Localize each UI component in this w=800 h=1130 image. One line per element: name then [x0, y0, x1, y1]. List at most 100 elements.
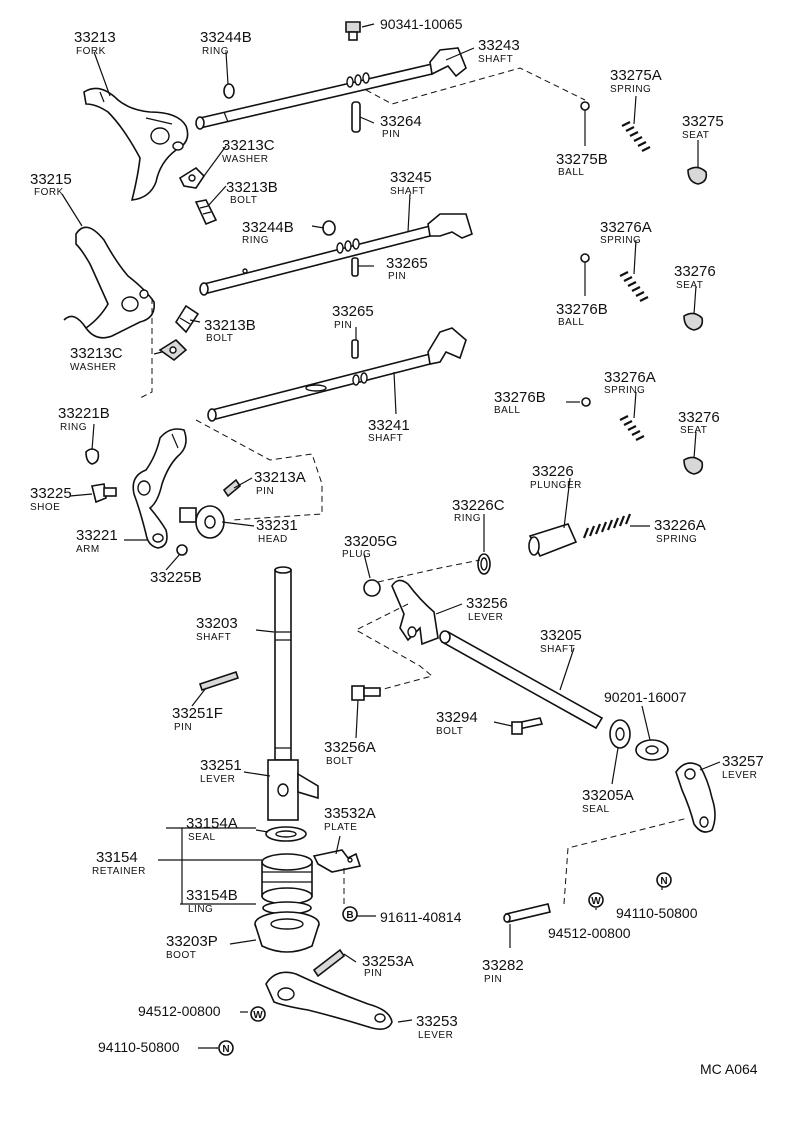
label-33275: 33275 SEAT [682, 113, 724, 141]
part-number: 33205A [582, 787, 634, 804]
label-33282: 33282 PIN [482, 957, 524, 985]
part-name: RING [60, 422, 87, 433]
part-name: BALL [494, 405, 520, 416]
label-33245: 33245 SHAFT [390, 169, 432, 197]
part-name: SHAFT [196, 632, 231, 643]
part-number: 33253 [416, 1013, 458, 1030]
label-33251f: 33251F PIN [172, 705, 223, 733]
spring-33226a-drawing [582, 513, 632, 539]
part-name: PIN [382, 129, 400, 140]
part-number: 33221 [76, 527, 118, 544]
part-number: 33231 [256, 517, 298, 534]
part-name: PLATE [324, 822, 357, 833]
label-33226c: 33226C RING [452, 497, 505, 524]
leader-lines [61, 23, 721, 1049]
part-name: LEVER [418, 1030, 453, 1041]
pin-33253a-drawing [312, 948, 346, 978]
ring-33226c-drawing [477, 553, 491, 575]
label-33205: 33205 SHAFT [540, 627, 582, 655]
label-91611: 91611-40814 [380, 909, 462, 925]
label-33213a: 33213A PIN [254, 469, 306, 497]
label-33244b-mid: 33244B RING [242, 219, 294, 246]
label-33213b-top: 33213B BOLT [226, 179, 278, 206]
part-name: PIN [364, 968, 382, 979]
shaft-33243-drawing [195, 47, 467, 130]
fork-33215-drawing [63, 226, 156, 339]
label-33154a: 33154A SEAL [186, 815, 238, 843]
circle-marker-letter: B [346, 910, 353, 921]
shaft-33203-drawing [274, 566, 292, 761]
washer-33225b-drawing [176, 544, 188, 556]
part-name: SHAFT [540, 644, 575, 655]
pin-33282-drawing [503, 903, 551, 923]
label-33231: 33231 HEAD [256, 517, 298, 545]
dashed-guide-lines [139, 67, 689, 906]
part-number: 33244B [242, 219, 294, 236]
circle-marker-w-lower: W [250, 1006, 266, 1022]
part-name: PIN [174, 722, 192, 733]
pin-33265-mid-drawing [351, 339, 359, 359]
label-33203p: 33203P BOOT [166, 933, 218, 961]
pin-33264-drawing [351, 101, 361, 133]
label-33253a: 33253A PIN [362, 953, 414, 979]
label-33251: 33251 LEVER [200, 757, 242, 785]
part-name: SPRING [600, 235, 641, 246]
seal-33205a-drawing [609, 719, 631, 749]
part-number: 33275A [610, 67, 662, 84]
part-name: SHAFT [368, 433, 403, 444]
part-name: BALL [558, 167, 584, 178]
ball-33276b-top-drawing [580, 253, 590, 296]
part-number: 33282 [482, 957, 524, 974]
part-name: PIN [484, 974, 502, 985]
part-number: 33276 [674, 263, 716, 280]
label-33276a-top: 33276A SPRING [600, 219, 652, 246]
washer-90201-drawing [635, 739, 669, 761]
part-name: LEVER [200, 774, 235, 785]
label-33244b-top: 33244B RING [200, 29, 252, 57]
part-name: SEAT [676, 280, 703, 291]
part-number: 90341-10065 [380, 16, 463, 32]
label-33265-top: 33265 PIN [386, 255, 428, 282]
part-name: HEAD [258, 534, 288, 545]
washer-33213c-top-drawing [178, 166, 206, 189]
part-number: 33276A [600, 219, 652, 236]
pin-33213a-drawing [222, 478, 242, 498]
catalog-code: MC A064 [700, 1061, 758, 1077]
part-number: 33154A [186, 815, 238, 832]
label-33276-top: 33276 SEAT [674, 263, 716, 291]
shoe-33225-drawing [91, 483, 117, 504]
part-number: 33245 [390, 169, 432, 186]
part-name: BOLT [230, 195, 257, 206]
part-name: SHOE [30, 502, 60, 513]
label-94512-upper: 94512-00800 [548, 925, 631, 941]
pin-33265-top-drawing [351, 257, 359, 277]
part-number: 33265 [386, 255, 428, 272]
part-name: BOOT [166, 950, 196, 961]
label-33264: 33264 PIN [380, 113, 422, 140]
ring-33244b-top-drawing [223, 83, 235, 99]
label-33221b: 33221B RING [58, 405, 110, 433]
label-33276-bottom: 33276 SEAT [678, 409, 720, 436]
label-33294: 33294 BOLT [436, 709, 478, 737]
label-33276a-bottom: 33276A SPRING [604, 369, 656, 396]
part-number: 33532A [324, 805, 376, 822]
spring-33275a-drawing [621, 121, 651, 152]
part-name: SEAT [682, 130, 709, 141]
lever-33257-drawing [675, 762, 716, 833]
circle-marker-letter: N [660, 876, 667, 887]
part-name: PLUNGER [530, 480, 582, 491]
part-number: 33276B [556, 301, 608, 318]
part-number: 33264 [380, 113, 422, 130]
part-number: 33203P [166, 933, 218, 950]
label-33241: 33241 SHAFT [368, 417, 410, 444]
part-number: 33276A [604, 369, 656, 386]
part-number: 33203 [196, 615, 238, 632]
part-number: 33241 [368, 417, 410, 434]
part-number: 33213A [254, 469, 306, 486]
plunger-33226-drawing [528, 523, 578, 558]
part-name: PIN [334, 320, 352, 331]
part-number: 33265 [332, 303, 374, 320]
label-33154: 33154 RETAINER [92, 849, 145, 877]
part-name: SPRING [656, 534, 697, 545]
plate-33532a-drawing [312, 849, 362, 873]
